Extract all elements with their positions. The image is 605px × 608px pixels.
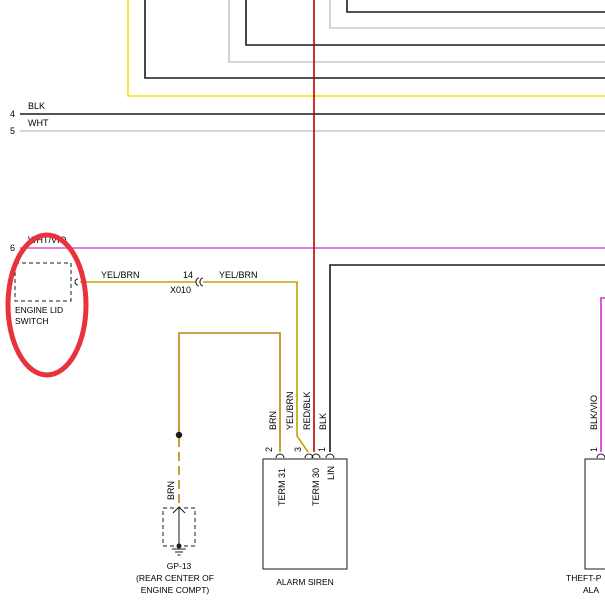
- pin-6-label: 6: [10, 243, 15, 253]
- ground-location-line1: (REAR CENTER OF: [136, 573, 214, 583]
- pin-5-label: 5: [10, 126, 15, 136]
- siren-terminal-3-icon: [304, 453, 314, 459]
- wht-vio-wire-label: WHT/VIO: [28, 235, 67, 245]
- ground-location-line2: ENGINE COMPT): [141, 585, 210, 595]
- alarm-siren-label: ALARM SIREN: [276, 577, 334, 587]
- brn-wire: [178, 332, 281, 452]
- alarm-siren-box: [262, 458, 348, 570]
- lin-black-wire: [329, 264, 605, 452]
- lin-label: LIN: [326, 466, 336, 480]
- engine-lid-switch-box: [14, 262, 72, 302]
- theft-module-label-line1: THEFT-P: [566, 573, 602, 583]
- highlight-circle: [5, 232, 89, 378]
- theft-terminal-icon: [596, 453, 605, 459]
- yel-brn-wire: [80, 281, 309, 453]
- siren-pin-2-label: 2: [264, 447, 274, 452]
- siren-brn-label: BRN: [268, 411, 278, 430]
- siren-blk-label: BLK: [318, 413, 328, 430]
- switch-terminal-icon: [74, 278, 79, 286]
- siren-pin-1-label: 1: [317, 447, 327, 452]
- engine-lid-label-line1: ENGINE LID: [15, 305, 63, 315]
- pin-4-label: 4: [10, 109, 15, 119]
- connector-x010-label: X010: [170, 285, 191, 295]
- blk-vio-label: BLK/VIO: [589, 395, 599, 430]
- siren-red-blk-label: RED/BLK: [302, 391, 312, 430]
- blk-wire-label: BLK: [28, 101, 45, 111]
- wht-wire-label: WHT: [28, 118, 49, 128]
- theft-module-label-line2: ALA: [583, 585, 599, 595]
- siren-yel-brn-label: YEL/BRN: [285, 391, 295, 430]
- black-wire-mid: [245, 0, 605, 46]
- gray-wire-inner: [329, 0, 605, 29]
- ground-id-label: GP-13: [167, 561, 192, 571]
- splice-dot: [175, 431, 183, 439]
- siren-terminal-3b-icon: [311, 453, 321, 459]
- pin-14-label: 14: [183, 270, 193, 280]
- term31-label: TERM 31: [277, 468, 287, 506]
- gray-wire-outer: [228, 0, 605, 63]
- siren-terminal-1-icon: [325, 453, 335, 459]
- connector-x010-icon: [195, 277, 204, 287]
- yel-brn-label-right: YEL/BRN: [219, 270, 258, 280]
- siren-pin-3-label: 3: [293, 447, 303, 452]
- theft-module-box: [584, 458, 605, 570]
- term30-label: TERM 30: [311, 468, 321, 506]
- brn-ground-label: BRN: [166, 481, 176, 500]
- theft-pin-1-label: 1: [589, 447, 599, 452]
- yel-brn-label-left: YEL/BRN: [101, 270, 140, 280]
- siren-terminal-2-icon: [275, 453, 285, 459]
- blk-vio-wire: [600, 297, 605, 452]
- ground-icon: [172, 543, 186, 556]
- black-wire-outer: [144, 0, 605, 79]
- ground-connector-icon: [172, 506, 186, 545]
- black-wire-inner: [346, 0, 605, 13]
- yellow-wire: [127, 0, 605, 97]
- engine-lid-label-line2: SWITCH: [15, 316, 49, 326]
